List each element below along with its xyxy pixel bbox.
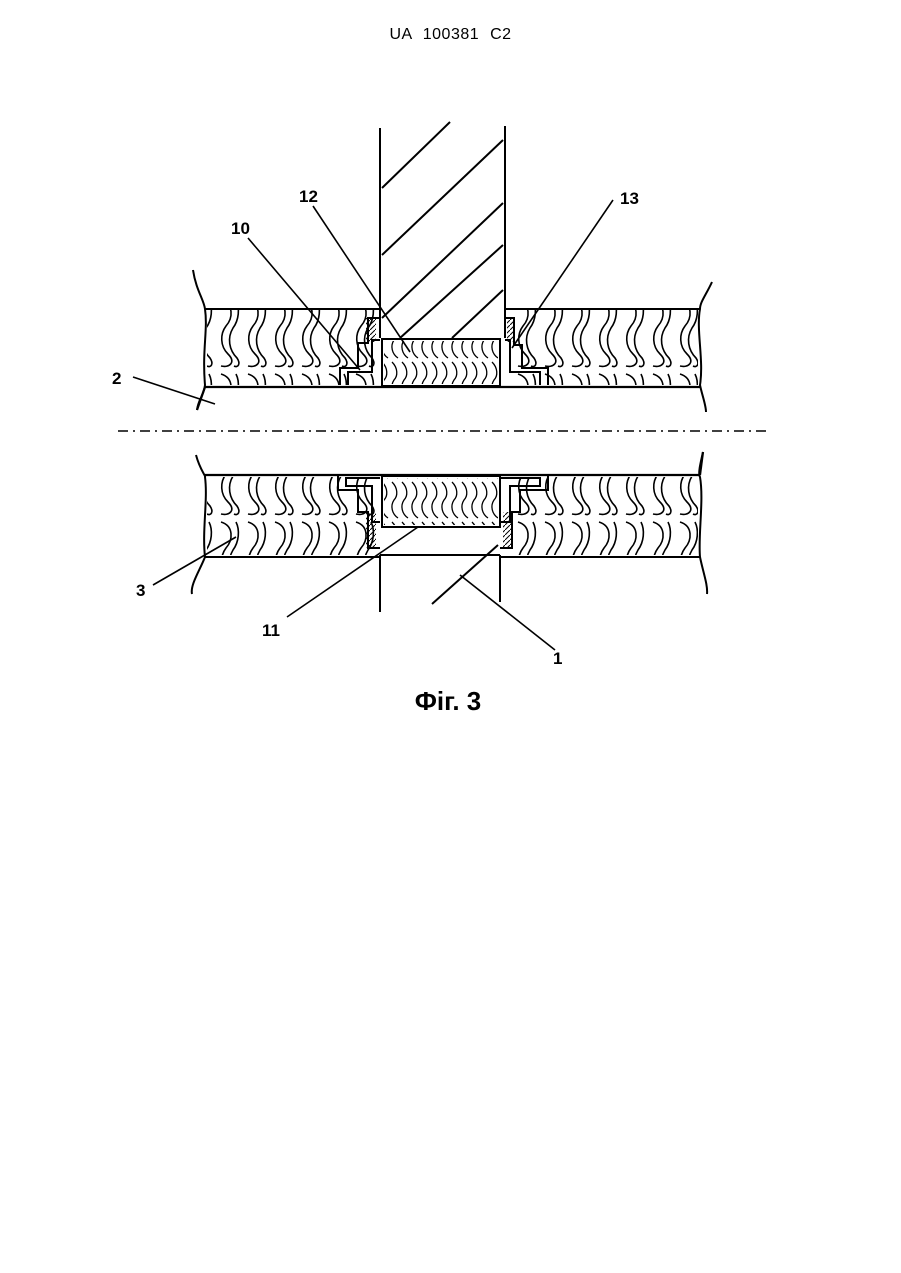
sleeve-insulation [382,339,500,527]
figure-caption: Фіг. 3 [0,686,896,717]
label-11: 11 [262,621,280,640]
label-2: 2 [112,369,121,388]
label-12: 12 [299,187,318,206]
label-13: 13 [620,189,639,208]
leader-lines [133,200,613,650]
label-1: 1 [553,649,562,668]
label-3: 3 [136,581,145,600]
label-10: 10 [231,219,250,238]
